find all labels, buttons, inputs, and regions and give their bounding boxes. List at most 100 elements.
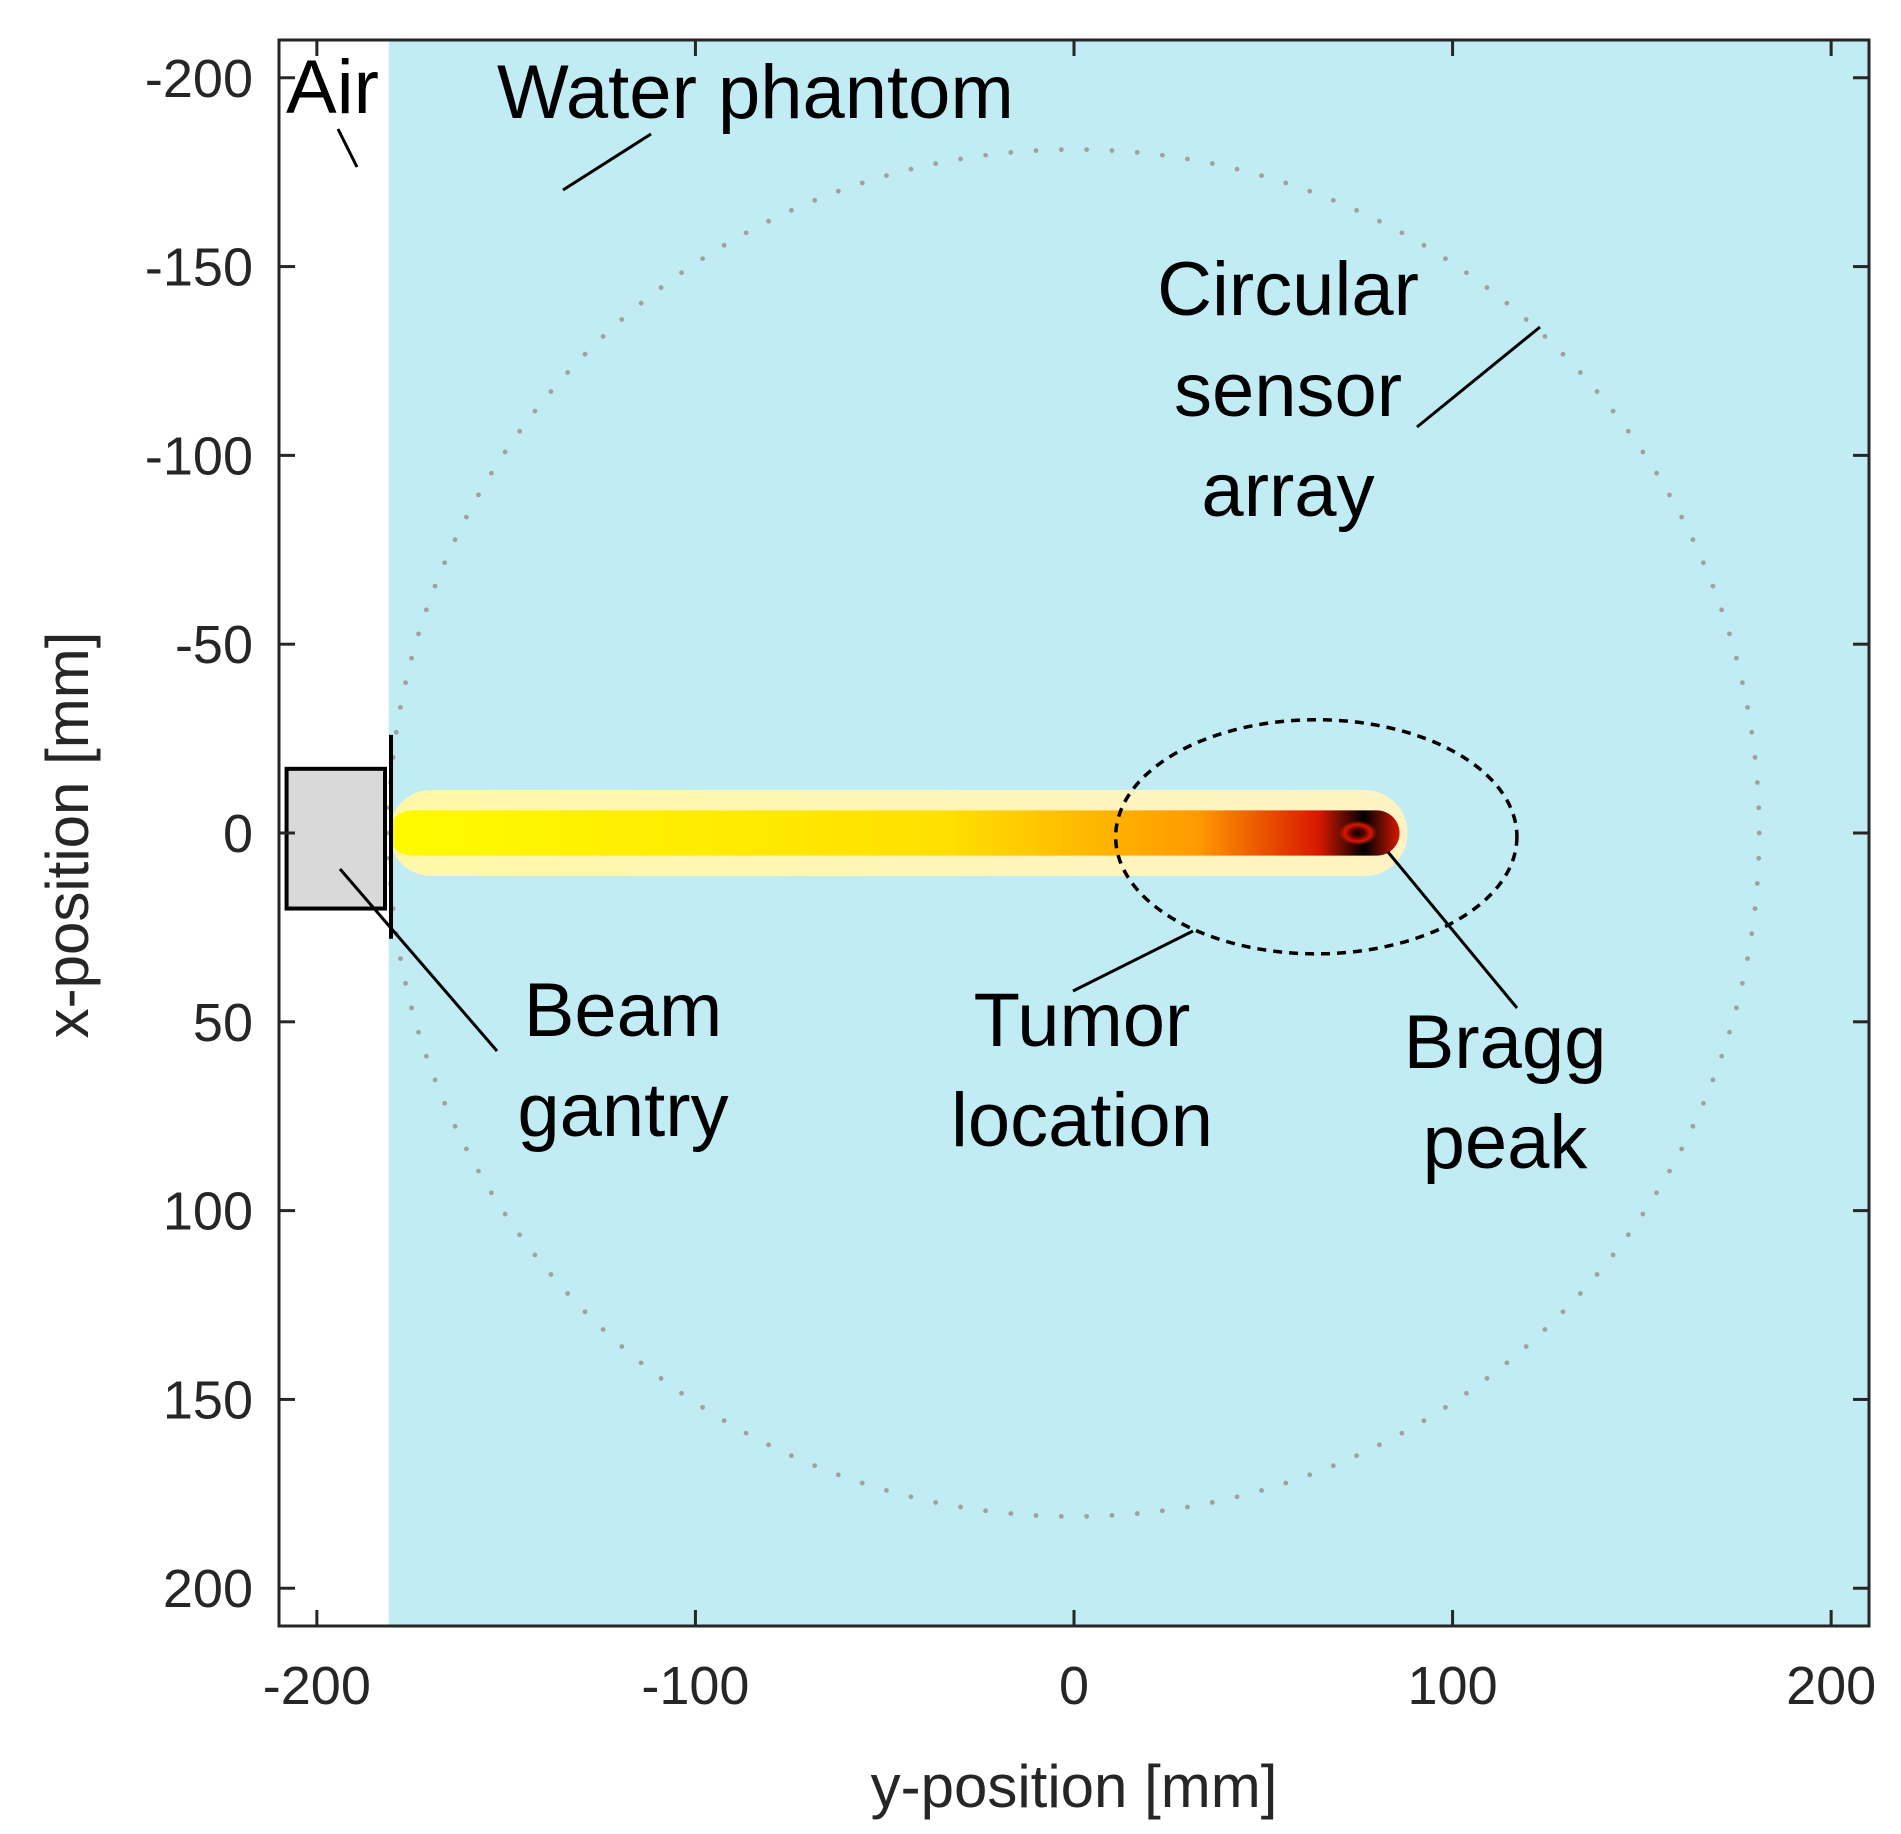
sensor-element xyxy=(582,1309,588,1315)
sensor-element xyxy=(1109,1513,1115,1518)
sensor-element xyxy=(1740,680,1745,686)
sensor-element xyxy=(1727,631,1732,637)
x-tick-label: 0 xyxy=(1059,1656,1089,1716)
sensor-array-leader-line xyxy=(1416,325,1541,429)
sensor-element xyxy=(1749,931,1755,937)
sensor-element xyxy=(1399,1430,1405,1436)
sensor-element xyxy=(1756,855,1762,861)
sensor-element xyxy=(859,180,865,186)
sensor-element xyxy=(463,514,469,520)
sensor-element xyxy=(1594,389,1600,394)
x-tick-label: 100 xyxy=(1408,1656,1498,1716)
bragg-peak-label-line-2: peak xyxy=(1423,1100,1589,1185)
sensor-element xyxy=(1185,1504,1190,1510)
y-tick-label: 0 xyxy=(223,804,253,864)
sensor-element xyxy=(1594,1272,1600,1277)
sensor-element xyxy=(1667,492,1672,498)
sensor-element xyxy=(1159,1508,1165,1514)
sensor-element xyxy=(835,188,841,194)
sensor-element xyxy=(532,1252,538,1258)
sensor-element xyxy=(1654,470,1659,476)
sensor-element xyxy=(1259,1487,1264,1493)
sensor-element xyxy=(476,1168,481,1174)
sensor-element xyxy=(393,729,399,735)
sensor-element xyxy=(1577,370,1583,375)
bragg-peak-spot xyxy=(1339,820,1377,846)
y-tick-label: -50 xyxy=(175,615,253,675)
sensor-element xyxy=(532,408,538,414)
sensor-element xyxy=(1283,180,1289,186)
sensor-element xyxy=(700,256,705,262)
sensor-element xyxy=(1283,1480,1289,1486)
sensor-element xyxy=(403,680,408,686)
beam-gantry-label-line-2: gantry xyxy=(517,1068,728,1153)
sensor-element xyxy=(452,1123,458,1129)
y-tick-label: 150 xyxy=(163,1370,253,1430)
sensor-element xyxy=(721,1418,727,1424)
sensor-element xyxy=(908,1494,914,1500)
tumor-leader-line xyxy=(1072,929,1194,993)
air-label: Air xyxy=(286,45,379,130)
sensor-element xyxy=(1058,147,1064,153)
sensor-element xyxy=(1756,805,1762,811)
sensor-element xyxy=(1710,1077,1716,1083)
sensor-element xyxy=(1679,514,1685,520)
y-tick-label: 200 xyxy=(163,1559,253,1619)
sensor-element xyxy=(1307,188,1313,194)
sensor-element xyxy=(1377,1442,1382,1448)
sensor-element xyxy=(1234,1494,1240,1500)
sensor-element xyxy=(1159,152,1165,158)
sensor-element xyxy=(1749,729,1755,735)
y-tick-label: -100 xyxy=(145,426,253,486)
sensor-element xyxy=(1690,537,1696,543)
sensor-element xyxy=(700,1404,705,1410)
sensor-element xyxy=(1719,1053,1725,1059)
sensor-element xyxy=(502,449,508,455)
sensor-element xyxy=(432,1077,438,1083)
sensor-element xyxy=(476,492,481,498)
sensor-element xyxy=(403,980,408,986)
sensor-element xyxy=(517,1232,523,1238)
sensor-element xyxy=(638,300,644,306)
sensor-element xyxy=(1740,980,1745,986)
sensor-element xyxy=(1625,428,1631,434)
sensor-element xyxy=(1754,780,1760,785)
sensor-element xyxy=(1330,1463,1336,1469)
sensor-element xyxy=(1752,754,1758,760)
sensor-element xyxy=(1354,207,1359,213)
sensor-element xyxy=(812,1463,818,1469)
sensor-element xyxy=(1610,408,1616,414)
sensor-element xyxy=(721,242,727,248)
x-axis-label: y-position [mm] xyxy=(871,1753,1278,1820)
sensor-element xyxy=(1754,881,1760,886)
sensor-element xyxy=(398,705,403,710)
sensor-element xyxy=(958,1504,963,1510)
sensor-element xyxy=(1209,1500,1215,1505)
sensor-element xyxy=(1307,1472,1313,1478)
sensor-element xyxy=(1421,242,1427,248)
sensor-element xyxy=(679,1390,684,1396)
sensor-element xyxy=(1523,317,1529,322)
sensor-element xyxy=(1504,1360,1510,1366)
y-axis-label: x-position [mm] xyxy=(34,632,101,1039)
sensor-element xyxy=(1259,173,1264,179)
beam-gantry-leader-line xyxy=(338,868,499,1052)
sensor-element xyxy=(1464,1390,1469,1396)
sensor-element xyxy=(416,1029,421,1035)
sensor-element xyxy=(502,1211,508,1217)
sensor-element xyxy=(658,1376,664,1381)
tumor-label-line-1: Tumor xyxy=(974,978,1191,1063)
sensor-element xyxy=(884,173,889,179)
sensor-element xyxy=(442,1100,448,1106)
sensor-element xyxy=(1625,1232,1631,1238)
sensor-element xyxy=(983,152,989,158)
sensor-element xyxy=(1577,1291,1583,1296)
sensor-element xyxy=(452,537,458,543)
sensor-element xyxy=(933,161,939,166)
sensor-element xyxy=(1710,583,1716,589)
sensor-element xyxy=(1745,956,1750,961)
sensor-element xyxy=(638,1360,644,1366)
axis-ticks xyxy=(279,40,1869,1626)
sensor-element xyxy=(619,317,625,322)
